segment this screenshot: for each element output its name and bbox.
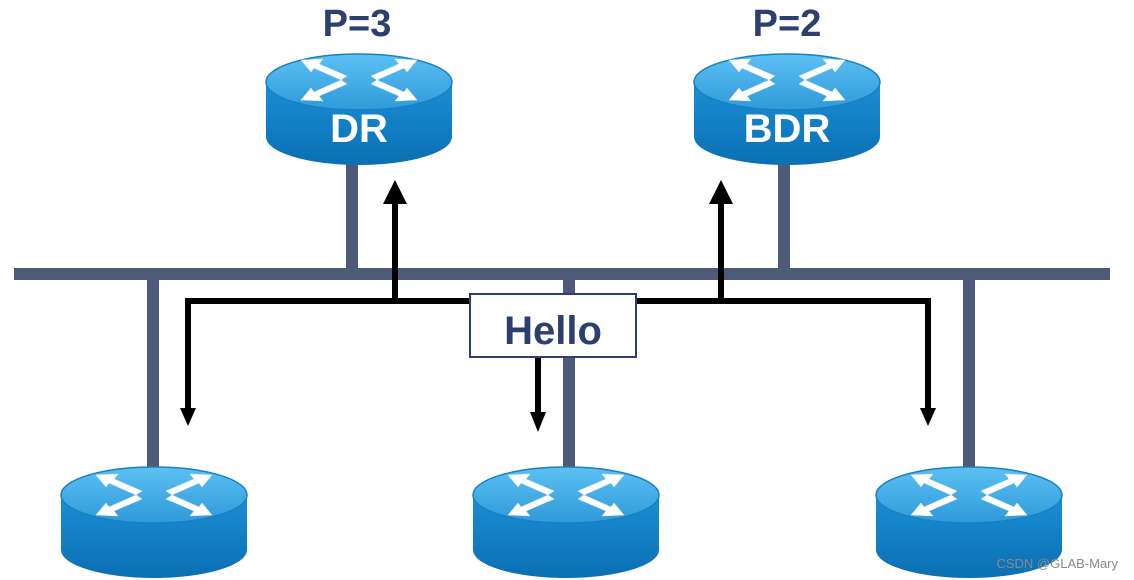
network-bus [14,268,1110,280]
router-bottom-center [472,466,660,579]
bdr-role-label: BDR [744,107,831,151]
watermark: CSDN @GLAB-Mary [996,556,1118,571]
arrow-up-dr-icon [383,180,407,204]
bdr-priority-label: P=2 [753,3,822,45]
bdr-link [778,135,790,272]
router-right-link [963,276,975,476]
router-bdr: BDR [693,53,881,166]
router-dr: DR [265,53,453,166]
router-left-link [147,276,159,476]
hello-label: Hello [504,309,602,353]
arrow-down-center-icon [530,412,546,432]
arrow-up-bdr-icon [709,180,733,204]
router-bottom-left [60,466,248,579]
dr-priority-label: P=3 [323,3,392,45]
dr-link [346,135,358,272]
arrow-down-left-icon [180,408,196,426]
hello-packet: Hello [469,293,637,358]
arrow-down-right-icon [920,408,936,426]
dr-role-label: DR [330,107,388,151]
